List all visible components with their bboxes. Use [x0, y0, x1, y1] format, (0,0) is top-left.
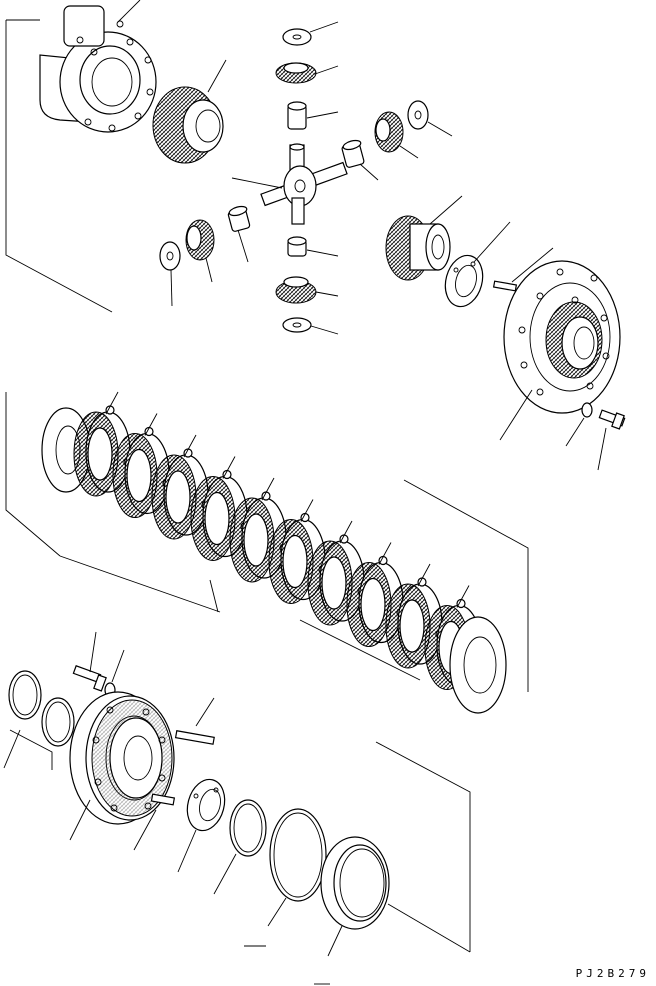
spider-cross [231, 143, 348, 225]
drawing-code: PJ2B279 [575, 967, 650, 980]
pinion-gear [275, 276, 339, 304]
dowel-pin [174, 697, 215, 745]
snap-ring [9, 697, 75, 770]
differential-case-half [39, 0, 157, 133]
washer [565, 402, 593, 447]
snap-ring [267, 808, 327, 927]
differential-case-half [499, 260, 621, 441]
side-gear [385, 195, 463, 281]
dowel-pin [133, 793, 176, 851]
bushing [341, 139, 379, 181]
end-plate [449, 616, 507, 714]
thrust-washer [282, 317, 339, 335]
bolt [597, 409, 626, 471]
clutch-housing [69, 691, 175, 841]
bushing [227, 205, 251, 263]
seal-ring [320, 836, 471, 957]
bolt [72, 631, 107, 692]
retainer-plate [444, 221, 511, 308]
lower-group-bracket [244, 741, 471, 985]
pinion-gear [275, 62, 339, 84]
clutch-pack-bracket [5, 392, 529, 692]
dowel-pin [492, 247, 554, 292]
thrust-washer [407, 100, 453, 137]
snap-ring [213, 799, 267, 895]
pinion-gear [185, 219, 215, 283]
friction-plate-stack [41, 391, 507, 714]
thrust-washer [159, 241, 181, 307]
retainer-plate [177, 778, 226, 873]
snap-ring [3, 670, 42, 769]
bevel-gear [152, 59, 227, 164]
thrust-washer [282, 21, 339, 46]
pinion-gear [374, 111, 419, 159]
bushing [287, 101, 339, 130]
upper-group-bracket [5, 19, 113, 313]
washer [104, 649, 125, 698]
bushing [287, 236, 339, 257]
